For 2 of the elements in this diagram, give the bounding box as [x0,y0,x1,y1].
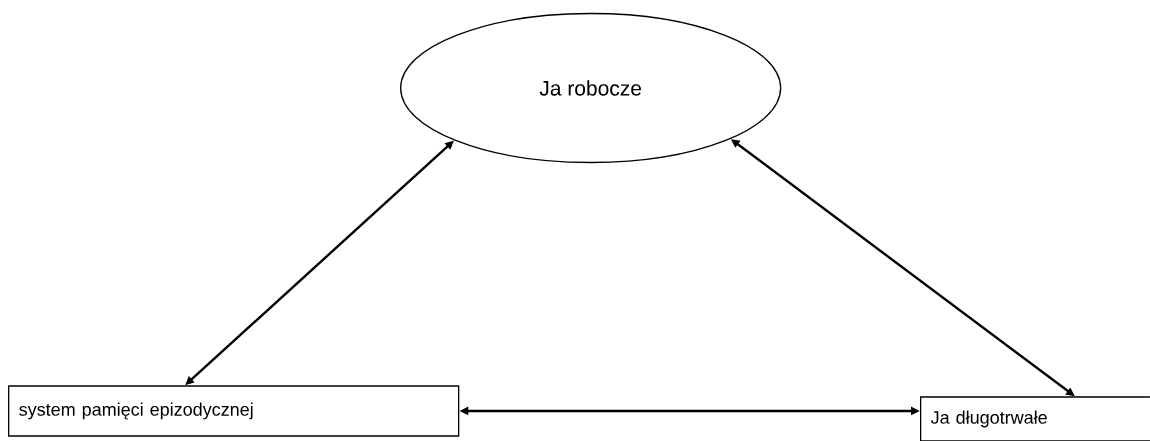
text-box: Ja długotrwałe [920,396,1150,441]
text-box: system pamięci epizodycznej [8,385,460,437]
